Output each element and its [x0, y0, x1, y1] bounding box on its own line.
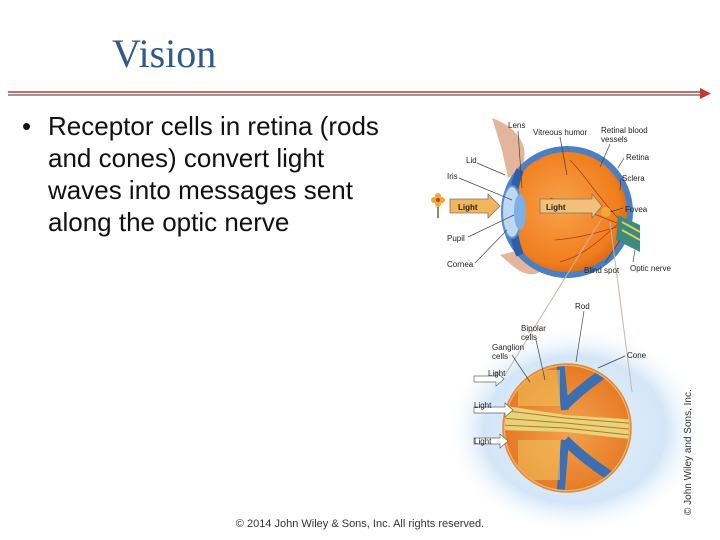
label-retinal-vessels-2: vessels	[601, 135, 628, 144]
label-bipolar-2: cells	[521, 333, 537, 342]
eye-leader-lines	[458, 130, 636, 264]
label-lid: Lid	[466, 156, 477, 165]
label-zoom-light-2: Light	[474, 401, 492, 410]
bullet-point: • Receptor cells in retina (rods and con…	[22, 110, 402, 238]
label-retinal-vessels-1: Retinal blood	[601, 126, 648, 135]
zoom-leader-lines	[511, 310, 626, 383]
label-cone: Cone	[627, 351, 647, 360]
bullet-text: Receptor cells in retina (rods and cones…	[48, 111, 379, 237]
label-retina: Retina	[626, 153, 650, 162]
label-bipolar-1: Bipolar	[521, 324, 546, 333]
fovea-image-icon	[601, 207, 611, 217]
label-zoom-light-3: Light	[474, 437, 492, 446]
zoom-light-arrows	[473, 371, 514, 449]
label-cornea: Cornea	[447, 260, 474, 269]
label-zoom-light-1: Light	[488, 369, 506, 378]
retina-zoom	[502, 363, 632, 493]
label-lens: Lens	[508, 121, 525, 130]
label-light-outside: Light	[458, 203, 478, 212]
upper-lid-shape	[492, 118, 525, 178]
copyright-footer: © 2014 John Wiley & Sons, Inc. All right…	[235, 518, 485, 530]
label-iris: Iris	[447, 172, 458, 181]
label-ganglion-1: Ganglion	[492, 343, 524, 352]
light-arrow-inside	[539, 192, 603, 220]
label-blind-spot: Blind spot	[584, 266, 620, 275]
label-sclera: Sclera	[622, 174, 645, 183]
title-rule	[8, 88, 711, 99]
lower-lid-shape	[500, 250, 540, 275]
bullet-marker: •	[22, 111, 32, 141]
label-light-inside: Light	[546, 203, 566, 212]
vertical-credit: © John Wiley and Sons, Inc.	[683, 389, 694, 515]
light-arrow-outside	[449, 193, 501, 219]
label-vitreous: Vitreous humor	[533, 128, 587, 137]
slide-title: Vision	[112, 31, 217, 76]
label-optic-nerve: Optic nerve	[630, 264, 671, 273]
flower-icon	[431, 193, 445, 218]
label-fovea: Fovea	[625, 205, 648, 214]
label-rod: Rod	[575, 302, 590, 311]
label-ganglion-2: cells	[492, 352, 508, 361]
label-pupil: Pupil	[447, 234, 465, 243]
zoom-cone	[504, 217, 633, 393]
